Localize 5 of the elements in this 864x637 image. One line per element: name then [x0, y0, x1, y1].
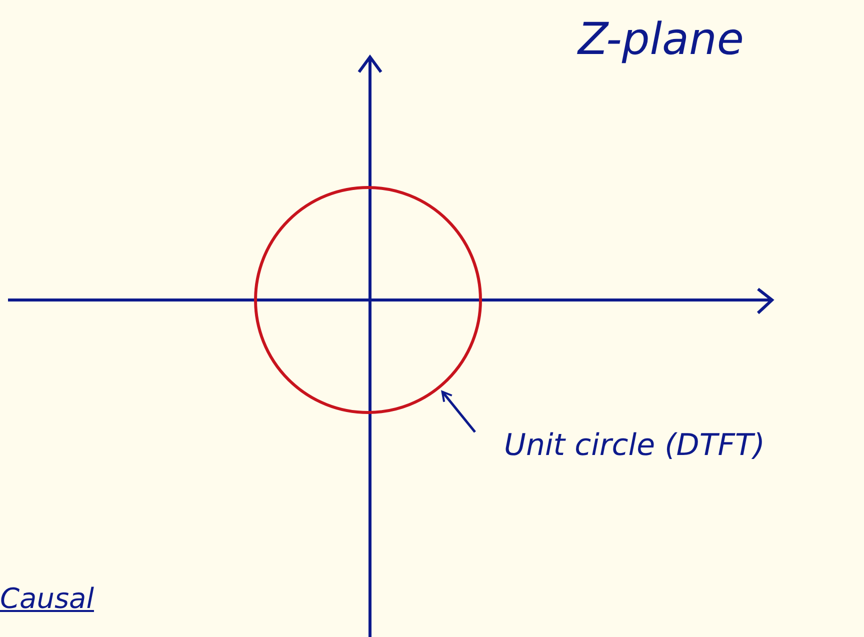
annotation-text: Unit circle (DTFT)	[504, 428, 766, 463]
section-heading: Causal	[0, 582, 94, 615]
leader-arrow	[441, 390, 476, 433]
plane-title: Z-plane	[578, 14, 744, 65]
unit-circle	[254, 186, 482, 414]
